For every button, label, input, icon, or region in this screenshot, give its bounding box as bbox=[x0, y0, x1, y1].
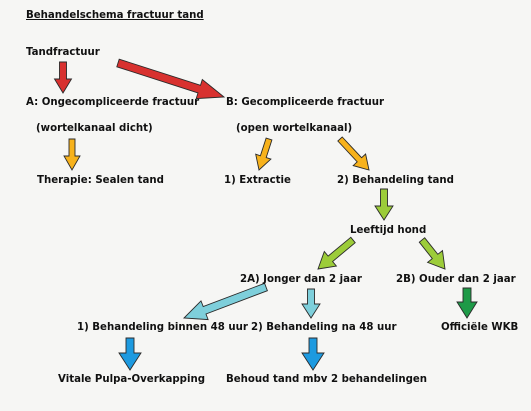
node-gecompliceerde-fractuur: B: Gecompliceerde fractuur bbox=[226, 97, 384, 108]
node-vitale-pulpa-overkapping: Vitale Pulpa-Overkapping bbox=[58, 374, 206, 385]
node-behandeling-na-48-uur: 2) Behandeling na 48 uur bbox=[251, 322, 397, 333]
node-wortelkanaal-dicht: (wortelkanaal dicht) bbox=[36, 123, 153, 134]
node-behandeling-binnen-48-uur: 1) Behandeling binnen 48 uur bbox=[77, 322, 248, 333]
arrow-to-gecompliceerd bbox=[116, 58, 226, 100]
node-officiele-wkb: Officiële WKB bbox=[441, 322, 519, 333]
arrow-to-jonger bbox=[317, 236, 356, 270]
arrow-to-leeftijd bbox=[374, 188, 394, 221]
arrow-to-therapie bbox=[63, 138, 81, 171]
arrow-to-ouder bbox=[418, 237, 446, 270]
arrow-to-vitale bbox=[118, 337, 142, 371]
diagram-title: Behandelschema fractuur tand bbox=[26, 10, 204, 21]
node-ouder-dan-2-jaar: 2B) Ouder dan 2 jaar bbox=[396, 274, 516, 285]
node-ongecompliceerde-fractuur: A: Ongecompliceerde fractuur bbox=[26, 97, 200, 108]
node-therapie-sealen: Therapie: Sealen tand bbox=[37, 175, 164, 186]
node-open-wortelkanaal: (open wortelkanaal) bbox=[236, 123, 353, 134]
arrow-to-ongecompliceerd bbox=[53, 61, 73, 94]
arrow-to-binnen-48 bbox=[182, 282, 268, 321]
node-jonger-dan-2-jaar: 2A) Jonger dan 2 jaar bbox=[240, 274, 362, 285]
arrow-to-behoud bbox=[301, 337, 325, 371]
arrow-to-extractie bbox=[255, 137, 273, 171]
node-leeftijd-hond: Leeftijd hond bbox=[350, 225, 427, 236]
node-behandeling-tand: 2) Behandeling tand bbox=[337, 175, 454, 186]
arrow-to-wkb bbox=[456, 287, 478, 319]
arrow-to-behandeling-tand bbox=[337, 136, 370, 171]
node-tandfractuur: Tandfractuur bbox=[26, 47, 100, 58]
node-behoud-tand: Behoud tand mbv 2 behandelingen bbox=[226, 374, 428, 385]
arrow-to-na-48 bbox=[301, 288, 321, 319]
node-extractie: 1) Extractie bbox=[224, 175, 291, 186]
